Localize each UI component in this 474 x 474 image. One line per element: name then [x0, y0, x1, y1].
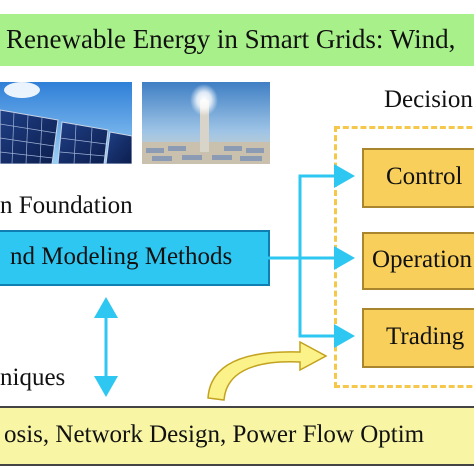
control-text: Control [386, 163, 463, 190]
solar-tower-photo [142, 82, 270, 164]
techniques-label: niques [0, 364, 66, 391]
operation-text: Operation [372, 246, 472, 273]
arrow-to-trading [298, 258, 355, 348]
control-box: Control [362, 148, 474, 208]
foundation-label: n Foundation [0, 192, 133, 219]
modeling-methods-box: nd Modeling Methods [0, 230, 270, 286]
modeling-methods-text: nd Modeling Methods [10, 243, 233, 270]
title-text: Renewable Energy in Smart Grids: Wind, [6, 24, 456, 54]
solar-panel-photo [0, 82, 132, 164]
decision-label: Decision [384, 86, 473, 113]
flow-arrows [94, 164, 355, 397]
trading-text: Trading [386, 323, 465, 350]
curved-yellow-arrow [207, 340, 328, 401]
bottom-methods-text: osis, Network Design, Power Flow Optim [4, 421, 425, 448]
operation-box: Operation [362, 232, 474, 290]
trading-box: Trading [362, 308, 474, 368]
title-banner: Renewable Energy in Smart Grids: Wind, [0, 14, 474, 66]
bottom-methods-box: osis, Network Design, Power Flow Optim [0, 406, 474, 466]
arrow-to-control [268, 164, 355, 260]
